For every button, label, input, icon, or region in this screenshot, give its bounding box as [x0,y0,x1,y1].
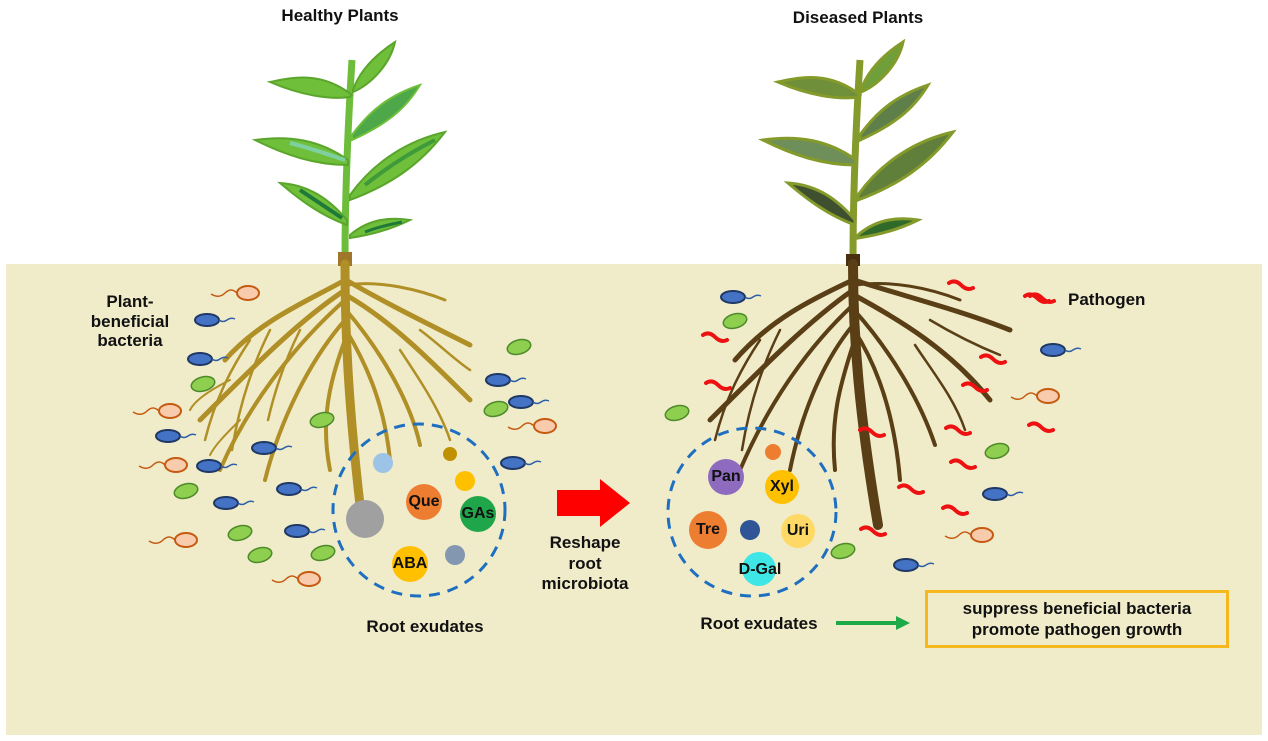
healthy-root-exudates [331,422,507,598]
exudate-aba [392,546,428,582]
bacterium-green [225,522,255,544]
pathogen-label: Pathogen [1068,290,1146,309]
reshape-line1: Reshape [549,533,621,552]
bacterium-green [481,398,511,420]
bacterium-blue [284,524,326,538]
outcome-box: suppress beneficial bacteria promote pat… [925,590,1229,648]
bacterium-pink [132,403,182,419]
healthy-plants-title: Healthy Plants [281,6,399,25]
bacterium-green [188,373,218,395]
bacterium-blue [893,558,935,572]
exudate-dot [346,500,384,538]
exudate-pan [708,459,744,495]
exudate-label-uri: Uri [786,522,810,539]
exudate-dot [765,444,781,460]
pathogen [947,279,975,291]
exudate-label-que: Que [408,493,440,510]
pathogen [1027,421,1055,433]
exudate-dot [455,471,475,491]
pathogen [961,381,989,393]
bacterium-pink [1010,388,1060,404]
pathogen [701,331,729,343]
bacterium-green [720,310,750,332]
exudate-label-aba: ABA [392,555,428,572]
bacterium-green [171,480,201,502]
bacterium-blue [485,373,527,387]
diseased-roots [707,259,1013,530]
bacterium-blue [500,456,542,470]
exudate-label-dgal: D-Gal [738,561,782,578]
bacterium-pink [271,571,321,587]
exudate-gas [460,496,496,532]
beneficial-label-line3: bacteria [97,331,163,351]
pathogen [944,424,972,436]
bacterium-blue [982,487,1024,501]
exudate-label-pan: Pan [711,468,741,485]
healthy-roots [189,259,473,510]
bacterium-pink [210,285,260,301]
root-exudates-left-label: Root exudates [366,617,484,636]
pathogen [704,379,732,391]
bacterium-pink [148,532,198,548]
diseased-plant-shoot [758,38,957,266]
beneficial-bacteria-label: Plant- beneficial bacteria [80,292,180,351]
bacterium-blue [251,441,293,455]
exudate-label-xyl: Xyl [769,478,794,495]
reshape-label: Reshape root microbiota [530,533,640,595]
diseased-root-exudates [666,426,838,598]
bacterium-blue [276,482,318,496]
bacterium-blue [508,395,550,409]
diseased-exudate-boundary [666,426,838,598]
outcome-line2: promote pathogen growth [971,620,1183,639]
pathogen [897,483,925,495]
bacterium-pink [944,527,994,543]
bacterium-green [307,409,337,431]
healthy-exudate-boundary [331,422,507,598]
bacterium-green [308,542,338,564]
bacterium-pink [507,418,557,434]
bacterium-blue [720,290,762,304]
reshape-line3: microbiota [541,574,629,594]
bacterium-green [828,540,858,562]
exudate-dot [445,545,465,565]
bacterium-blue [187,352,229,366]
exudate-xyl [765,470,799,504]
bacterium-blue [194,313,236,327]
diseased-plants-title: Diseased Plants [792,8,924,27]
exudate-label-tre: Tre [695,521,720,538]
beneficial-label-line1: Plant- [106,292,154,311]
exudate-uri [781,514,815,548]
exudate-tre [689,511,727,549]
exudate-dgal [742,552,776,586]
bacterium-blue [196,459,238,473]
green-arrow-icon [836,616,910,630]
bacterium-pink [138,457,188,473]
bacterium-green [504,336,534,358]
bacterium-green [245,544,275,566]
outcome-line1: suppress beneficial bacteria [962,598,1192,618]
bacterium-blue [213,496,255,510]
exudate-label-gas: GAs [461,505,495,522]
beneficial-label-line2: beneficial [90,311,170,331]
healthy-plant-shoot [251,39,448,266]
bacterium-green [982,440,1012,462]
bacterium-blue [155,429,197,443]
exudate-dot [373,453,393,473]
reshape-arrow-icon [557,479,630,527]
reshape-line2: root [568,553,602,573]
pathogen [949,458,977,470]
pathogen [941,504,969,516]
exudate-que [406,484,442,520]
bacterium-green [662,402,692,424]
bacterium-blue [1040,343,1082,357]
pathogen [979,353,1007,365]
exudate-dot [740,520,760,540]
exudate-dot [443,447,457,461]
root-exudates-right-label: Root exudates [700,614,818,633]
